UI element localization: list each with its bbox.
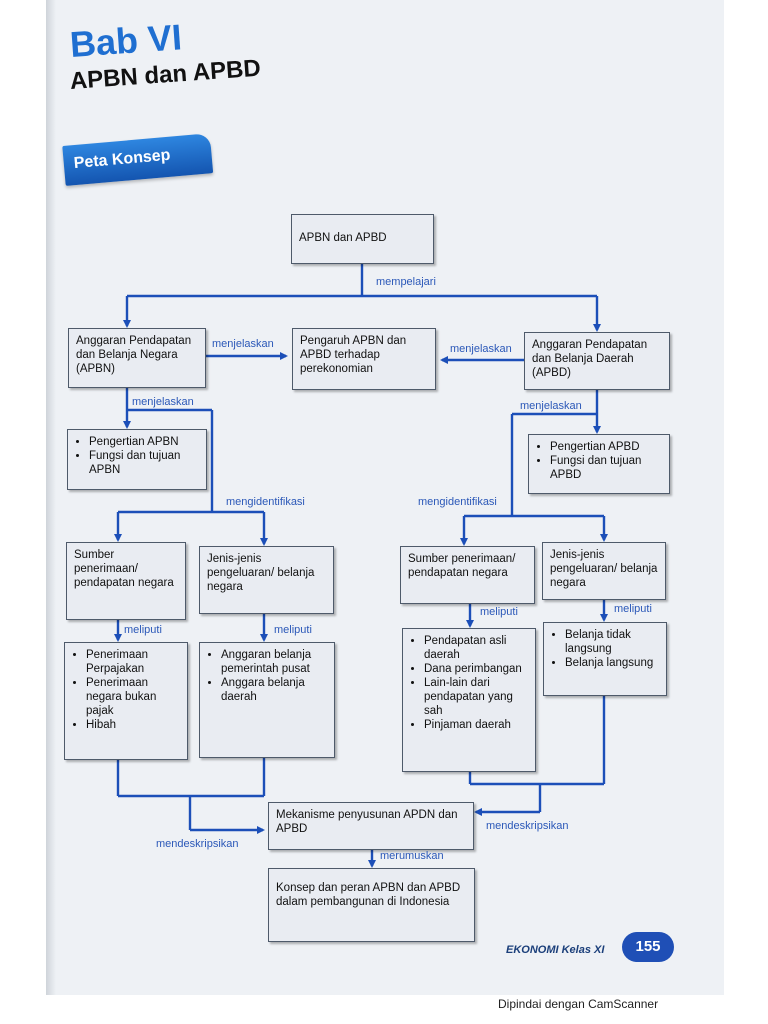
node-mekanisme: Mekanisme penyusunan APDN dan APBD bbox=[268, 802, 474, 850]
apbn-sumber-item: Hibah bbox=[86, 718, 180, 732]
apbn-sumber-item: Penerimaan Perpajakan bbox=[86, 648, 180, 676]
label-merumuskan: merumuskan bbox=[380, 850, 444, 862]
node-konsep: Konsep dan peran APBN dan APBD dalam pem… bbox=[268, 868, 475, 942]
node-apbn-jenis-items: Anggaran belanja pemerintah pusat Anggar… bbox=[199, 642, 335, 758]
apbd-sumber-item: Pendapatan asli daerah bbox=[424, 634, 528, 662]
node-root-text: APBN dan APBD bbox=[299, 232, 387, 244]
label-menjelaskan-apbd-def: menjelaskan bbox=[520, 400, 582, 412]
node-konsep-text: Konsep dan peran APBN dan APBD dalam pem… bbox=[276, 882, 461, 908]
apbd-def-item: Pengertian APBD bbox=[550, 440, 662, 454]
page-binding-shade bbox=[46, 0, 56, 995]
apbn-def-item: Pengertian APBN bbox=[89, 435, 199, 449]
label-meliputi-apbd-jenis: meliputi bbox=[614, 603, 652, 615]
node-apbd-jenis: Jenis-jenis pengeluaran/ belanja negara bbox=[542, 542, 666, 600]
apbd-def-item: Fungsi dan tujuan APBD bbox=[550, 454, 662, 482]
apbd-sumber-item: Dana perimbangan bbox=[424, 662, 528, 676]
node-apbn-jenis: Jenis-jenis pengeluaran/ belanja negara bbox=[199, 546, 334, 614]
apbn-jenis-item: Anggara belanja daerah bbox=[221, 676, 327, 704]
label-menjelaskan-apbn-pengaruh: menjelaskan bbox=[212, 338, 274, 350]
label-mempelajari: mempelajari bbox=[376, 276, 436, 288]
node-apbd-sumber-items: Pendapatan asli daerah Dana perimbangan … bbox=[402, 628, 536, 772]
apbd-sumber-item: Pinjaman daerah bbox=[424, 718, 528, 732]
node-apbd: Anggaran Pendapatan dan Belanja Daerah (… bbox=[524, 332, 670, 390]
label-mengidentifikasi-apbn: mengidentifikasi bbox=[226, 496, 305, 508]
node-apbn-sumber: Sumber penerimaan/ pendapatan negara bbox=[66, 542, 186, 620]
label-meliputi-apbn-jenis: meliputi bbox=[274, 624, 312, 636]
node-apbd-def: Pengertian APBD Fungsi dan tujuan APBD bbox=[528, 434, 670, 494]
node-apbn-text: Anggaran Pendapatan dan Belanja Negara (… bbox=[76, 335, 192, 375]
node-apbd-text: Anggaran Pendapatan dan Belanja Daerah (… bbox=[532, 339, 648, 379]
label-mengidentifikasi-apbd: mengidentifikasi bbox=[418, 496, 497, 508]
footer-subject: EKONOMI Kelas XI bbox=[506, 944, 605, 956]
node-apbn: Anggaran Pendapatan dan Belanja Negara (… bbox=[68, 328, 206, 388]
node-apbd-sumber: Sumber penerimaan/ pendapatan negara bbox=[400, 546, 535, 604]
label-mendeskripsikan-left: mendeskripsikan bbox=[156, 838, 239, 850]
apbn-def-item: Fungsi dan tujuan APBN bbox=[89, 449, 199, 477]
node-apbn-sumber-text: Sumber penerimaan/ pendapatan negara bbox=[74, 549, 174, 589]
apbd-jenis-item: Belanja langsung bbox=[565, 656, 659, 670]
node-apbn-def: Pengertian APBN Fungsi dan tujuan APBN bbox=[67, 429, 207, 490]
node-pengaruh: Pengaruh APBN dan APBD terhadap perekono… bbox=[292, 328, 436, 390]
node-pengaruh-text: Pengaruh APBN dan APBD terhadap perekono… bbox=[300, 335, 407, 375]
page-number-badge: 155 bbox=[622, 932, 674, 962]
apbn-sumber-item: Penerimaan negara bukan pajak bbox=[86, 676, 180, 718]
node-apbd-sumber-text: Sumber penerimaan/ pendapatan negara bbox=[408, 553, 516, 579]
node-mekanisme-text: Mekanisme penyusunan APDN dan APBD bbox=[276, 809, 458, 835]
node-apbd-jenis-items: Belanja tidak langsung Belanja langsung bbox=[543, 622, 667, 696]
label-mendeskripsikan-right: mendeskripsikan bbox=[486, 820, 569, 832]
node-apbd-jenis-text: Jenis-jenis pengeluaran/ belanja negara bbox=[550, 549, 658, 589]
label-meliputi-apbn-sumber: meliputi bbox=[124, 624, 162, 636]
apbd-jenis-item: Belanja tidak langsung bbox=[565, 628, 659, 656]
apbn-jenis-item: Anggaran belanja pemerintah pusat bbox=[221, 648, 327, 676]
apbd-sumber-item: Lain-lain dari pendapatan yang sah bbox=[424, 676, 528, 718]
node-root: APBN dan APBD bbox=[291, 214, 434, 264]
scanner-watermark: Dipindai dengan CamScanner bbox=[498, 997, 659, 1011]
node-apbn-sumber-items: Penerimaan Perpajakan Penerimaan negara … bbox=[64, 642, 188, 760]
label-menjelaskan-apbd-pengaruh: menjelaskan bbox=[450, 343, 512, 355]
label-meliputi-apbd-sumber: meliputi bbox=[480, 606, 518, 618]
label-menjelaskan-apbn-def: menjelaskan bbox=[132, 396, 194, 408]
node-apbn-jenis-text: Jenis-jenis pengeluaran/ belanja negara bbox=[207, 553, 315, 593]
